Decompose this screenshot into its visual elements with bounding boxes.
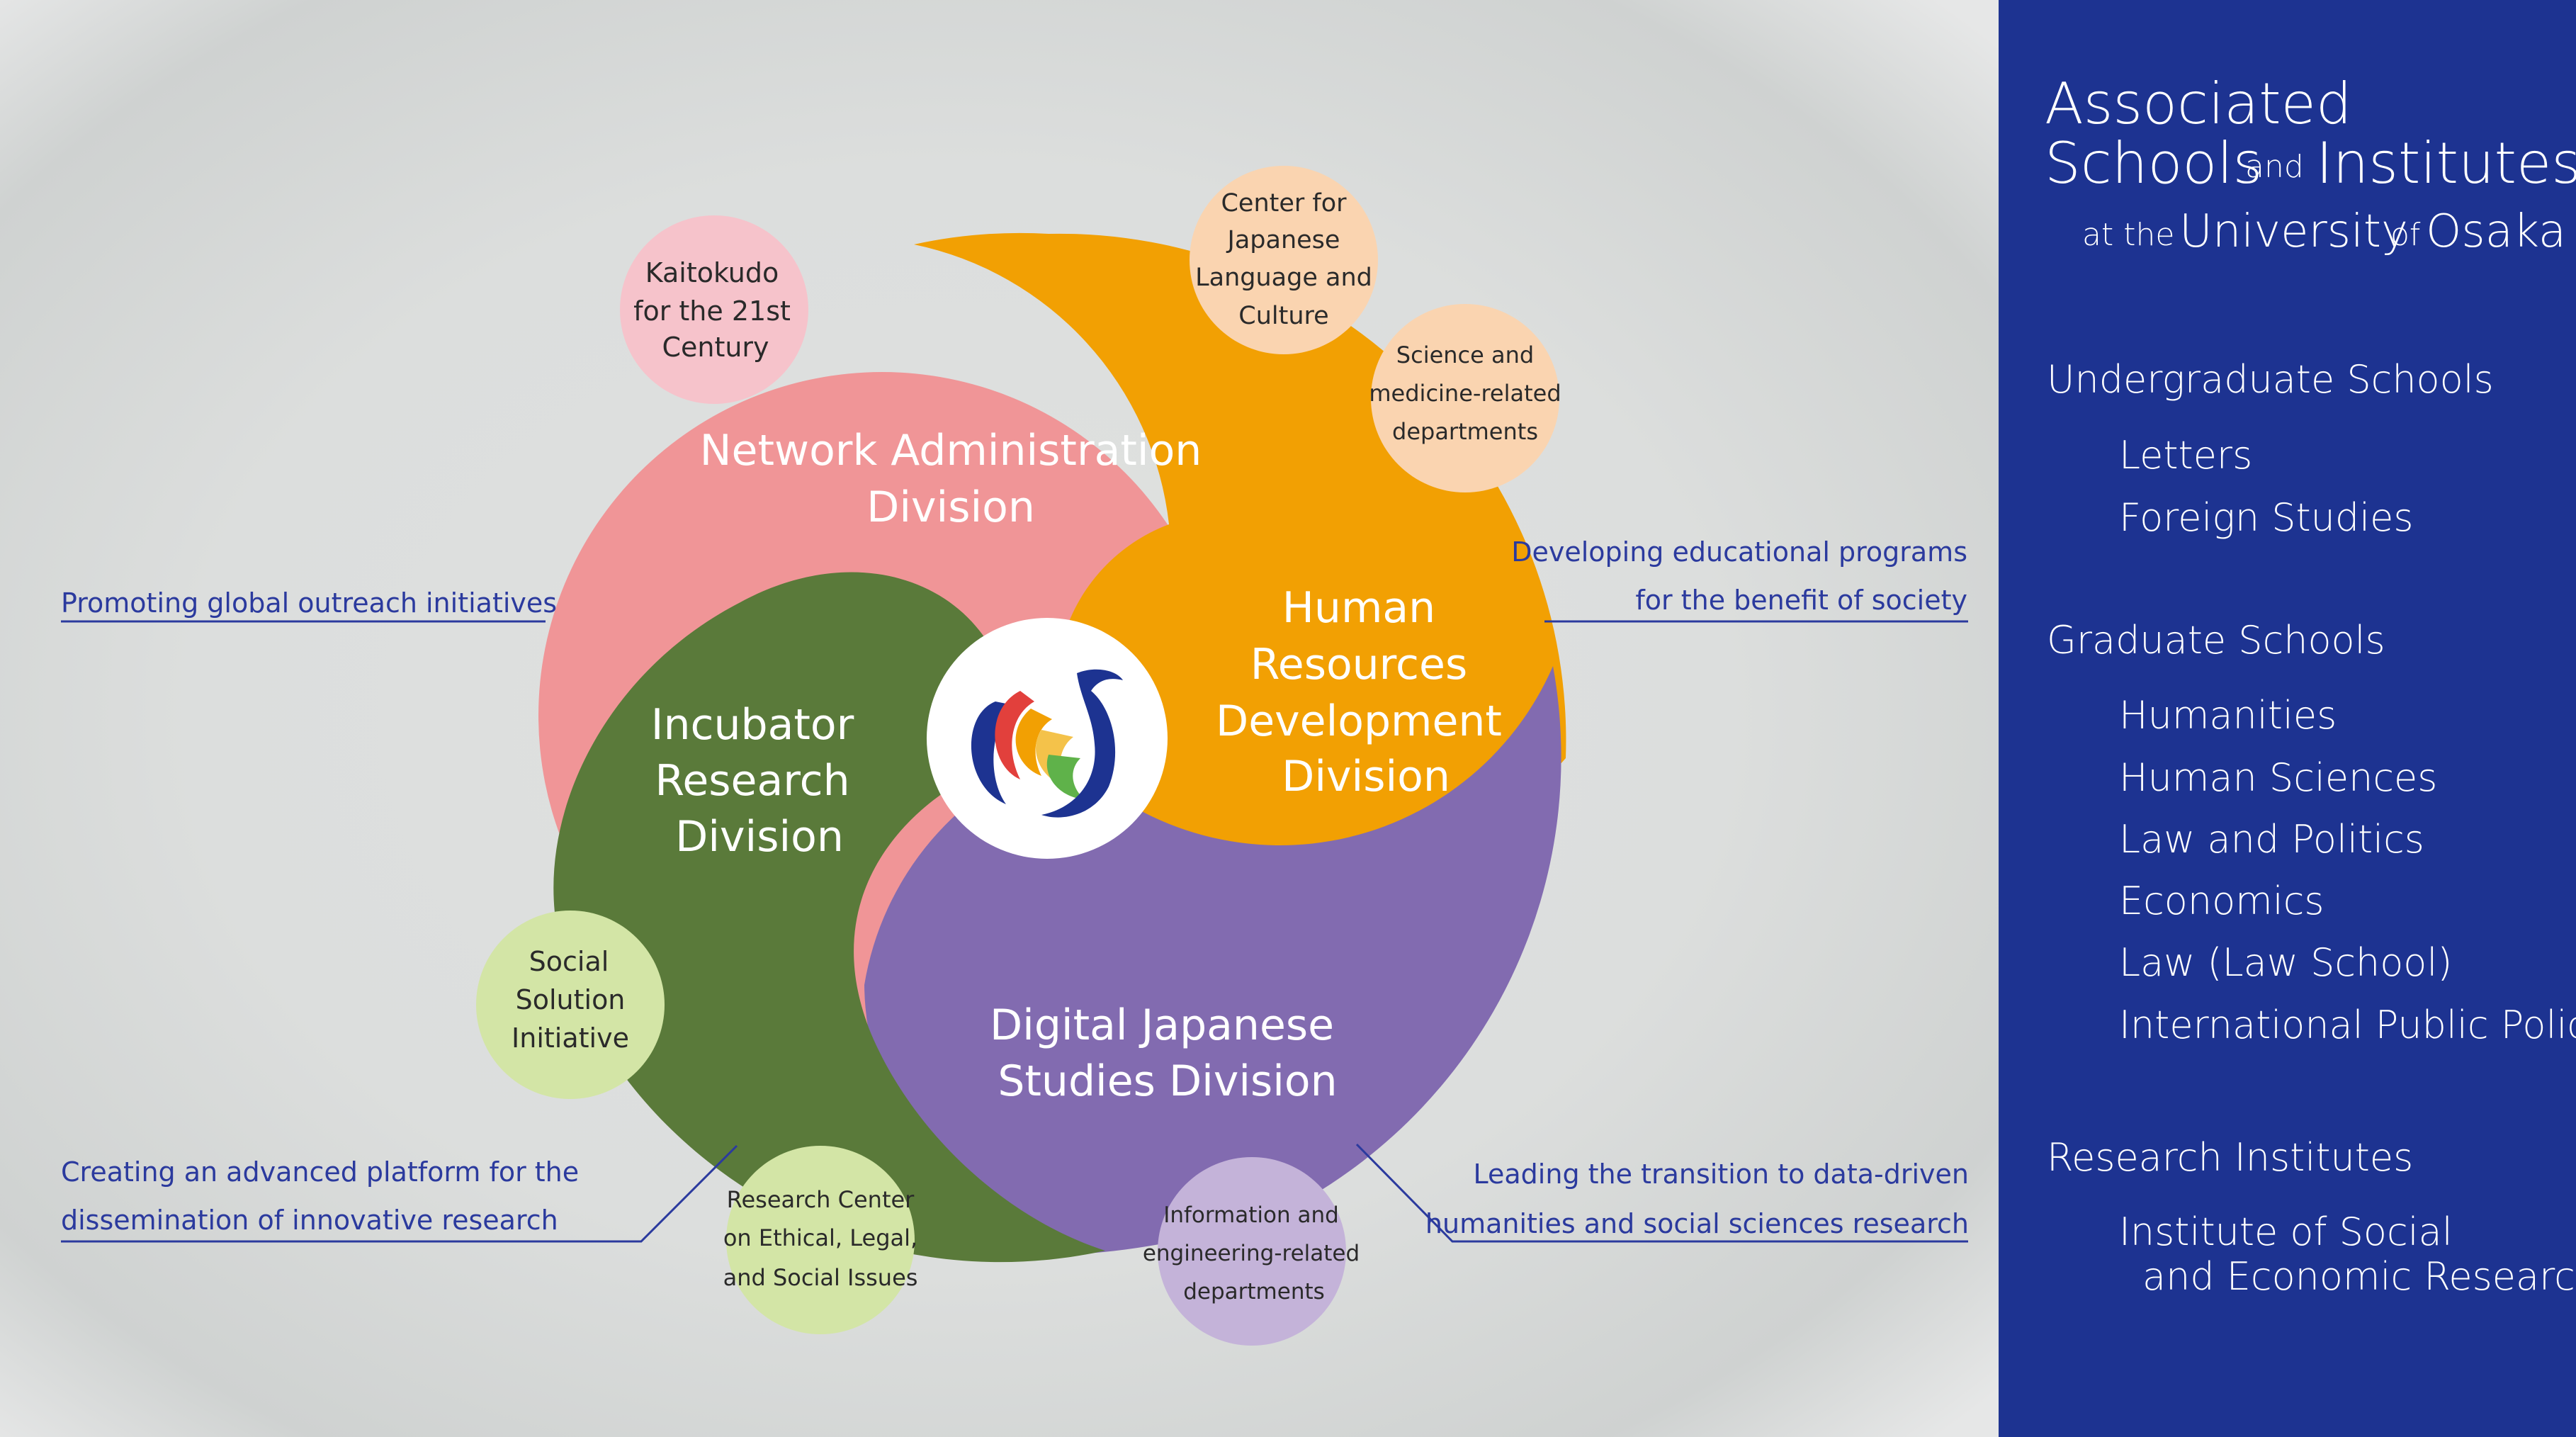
satellite-kaitokudo[interactable] [620,215,808,404]
callout-datadriven-line2: humanities and social sciences research [1425,1208,1969,1239]
callout-educational-line1: Developing educational programs [1511,536,1967,568]
callout-datadriven-line1: Leading the transition to data-driven [1474,1159,1969,1190]
phoenix-logo-icon [971,669,1123,818]
organization-diagram: Network Administration Division Human Re… [61,166,1969,1346]
list-item[interactable]: Letters [2119,433,2253,478]
science-line3: departments [1392,418,1538,445]
incubator-label-line1: Incubator [651,700,854,750]
human-label-line4: Division [1282,752,1450,801]
satellite-cjlc[interactable] [1190,166,1378,354]
network-label-line2: Division [866,483,1035,532]
list-item[interactable]: Human Sciences [2119,755,2438,800]
info-line1: Information and [1163,1202,1339,1228]
info-line2: engineering-related [1143,1241,1360,1266]
elsi-line1: Research Center [727,1186,915,1213]
callout-platform-line1: Creating an advanced platform for the [61,1156,579,1188]
cjlc-line2: Japanese [1226,226,1340,254]
list-item-continuation[interactable]: and Economic Research [2142,1254,2576,1299]
cjlc-line4: Culture [1238,302,1328,330]
science-line2: medicine-related [1369,380,1561,407]
human-label-line3: Development [1216,697,1502,746]
callout-educational-line2: for the benefit of society [1635,585,1967,616]
title-word-associated: Associated [2045,71,2352,137]
incubator-label-line3: Division [675,812,844,862]
satellite-info[interactable] [1158,1157,1346,1346]
social-line1: Social [529,946,609,977]
kaitokudo-line1: Kaitokudo [645,257,779,288]
list-item[interactable]: Foreign Studies [2119,495,2414,540]
title-word-of: of [2390,217,2421,253]
digital-label-line1: Digital Japanese [990,1001,1334,1050]
kaitokudo-line2: for the 21st [633,295,791,327]
graduate-heading: Graduate Schools [2047,618,2385,663]
social-line3: Initiative [512,1022,629,1054]
digital-label-line2: Studies Division [998,1056,1337,1106]
callout-lines [61,620,1968,1243]
callout-line-datadriven [1355,1143,1968,1243]
list-item[interactable]: Law (Law School) [2119,940,2453,985]
human-label-line2: Resources [1250,640,1467,689]
callout-platform-line2: dissemination of innovative research [61,1205,558,1236]
callout-line-platform [61,1144,738,1243]
undergraduate-heading: Undergraduate Schools [2047,357,2494,402]
satellite-elsi[interactable] [726,1146,915,1334]
kaitokudo-line3: Century [662,332,769,363]
network-label-line1: Network Administration [700,426,1202,475]
title-word-schools: Schools [2045,130,2263,196]
callout-outreach: Promoting global outreach initiatives [61,587,557,619]
science-line1: Science and [1396,342,1534,368]
list-item[interactable]: Economics [2119,879,2324,923]
title-word-and: and [2245,149,2304,185]
list-item[interactable]: Institute of Social [2119,1210,2453,1254]
title-word-university: University [2179,205,2408,258]
list-item[interactable]: Law and Politics [2119,817,2424,862]
sidebar-panel: Associated Schools and Institutes at the… [1999,0,2576,1437]
elsi-line3: and Social Issues [723,1264,918,1291]
cjlc-line3: Language and [1195,264,1372,292]
research-heading: Research Institutes [2047,1135,2414,1180]
human-label-line1: Human [1282,583,1435,633]
title-word-at-the: at the [2082,217,2175,253]
info-line3: departments [1183,1279,1325,1304]
satellite-social[interactable] [476,911,665,1099]
list-item[interactable]: International Public Policy [2119,1003,2576,1047]
social-line2: Solution [516,984,626,1015]
title-word-osaka: Osaka [2426,205,2567,258]
cjlc-line1: Center for [1221,189,1347,218]
title-word-institutes: Institutes [2316,130,2576,196]
incubator-label-line2: Research [655,756,849,806]
list-item[interactable]: Humanities [2119,693,2337,738]
satellite-science[interactable] [1371,304,1559,492]
elsi-line2: on Ethical, Legal, [723,1224,917,1251]
